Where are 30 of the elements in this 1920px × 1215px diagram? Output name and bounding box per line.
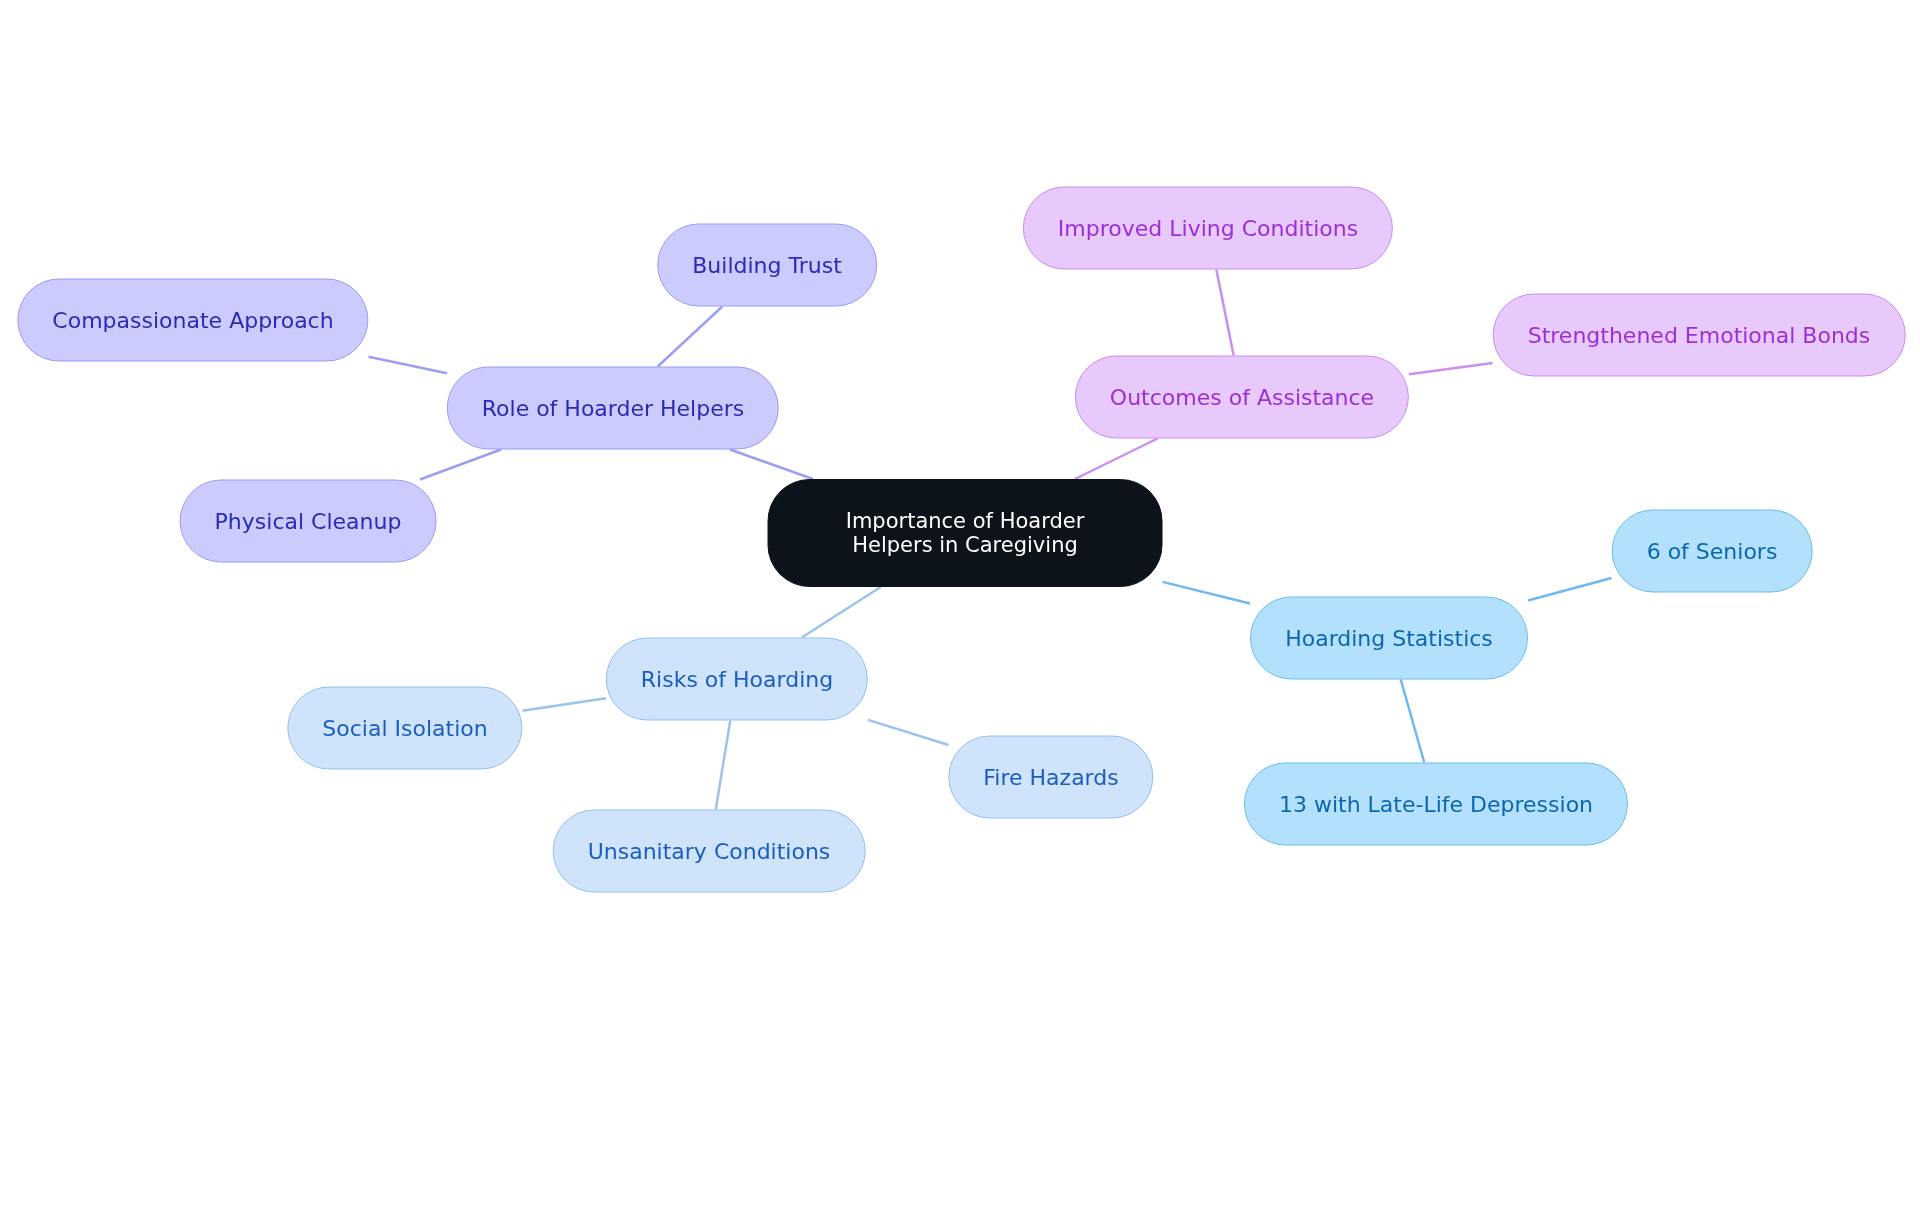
- connector-line: [1408, 361, 1493, 376]
- topic-label: Importance of Hoarder Helpers in Caregiving: [844, 508, 1086, 558]
- topic-label: Risks of Hoarding: [640, 666, 834, 692]
- topic-label: Outcomes of Assistance: [1109, 384, 1375, 410]
- topic-label: Compassionate Approach: [52, 307, 334, 333]
- topic-label: Physical Cleanup: [214, 508, 402, 534]
- topic-label: 13 with Late-Life Depression: [1278, 791, 1594, 817]
- connector-line: [1527, 576, 1612, 602]
- connector-line: [729, 448, 814, 481]
- topic-label: Building Trust: [692, 252, 842, 278]
- connector-line: [368, 355, 448, 375]
- connector-line: [656, 305, 724, 368]
- topic-label: Fire Hazards: [983, 764, 1119, 790]
- connector-line: [867, 718, 949, 747]
- topic-label: Hoarding Statistics: [1285, 625, 1493, 651]
- topic-label: Social Isolation: [322, 715, 488, 741]
- connector-line: [1162, 580, 1251, 605]
- connector-line: [801, 585, 882, 639]
- topic-label: Role of Hoarder Helpers: [481, 395, 745, 421]
- topic-label: Strengthened Emotional Bonds: [1527, 322, 1871, 348]
- connector-line: [1399, 679, 1426, 763]
- topic-label: 6 of Seniors: [1646, 538, 1778, 564]
- topic-label: Improved Living Conditions: [1057, 215, 1359, 241]
- connector-line: [1074, 437, 1159, 481]
- connector-line: [1215, 269, 1235, 356]
- topic-label: Unsanitary Conditions: [587, 838, 831, 864]
- connector-line: [419, 448, 502, 481]
- connector-line: [714, 720, 732, 810]
- connector-line: [522, 697, 607, 712]
- central-topic-box: [767, 479, 1163, 587]
